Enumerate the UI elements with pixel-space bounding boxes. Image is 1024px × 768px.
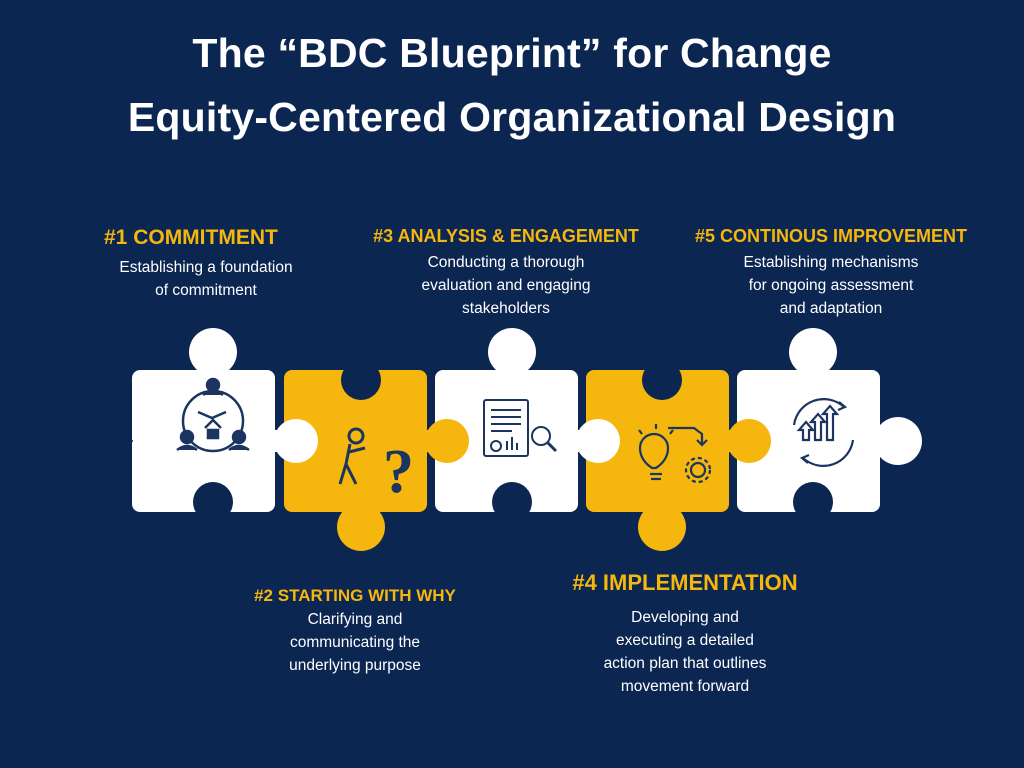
- step-1-description: Establishing a foundation of commitment: [74, 256, 338, 302]
- notch-1-bottom: [193, 482, 233, 522]
- step-3-desc-line2: evaluation and engaging: [421, 277, 591, 294]
- growth-cycle-icon: [792, 398, 855, 467]
- step-2-desc-line2: communicating the: [289, 634, 421, 651]
- notch-5-bottom: [793, 482, 833, 522]
- step-3-desc-line3: stakeholders: [462, 300, 550, 317]
- step-2-desc-line1: Clarifying and: [307, 611, 403, 628]
- step-4-desc-line2: executing a detailed: [616, 632, 754, 649]
- step-4-desc-line3: action plan that outlines: [603, 655, 767, 672]
- step-5-title: #5 CONTINOUS IMPROVEMENT: [694, 226, 968, 246]
- step-2-title: #2 STARTING WITH WHY: [254, 586, 456, 605]
- step-3-description: Conducting a thorough evaluation and eng…: [350, 251, 662, 320]
- step-1-block: #1 COMMITMENT Establishing a foundation …: [74, 226, 338, 302]
- connector-4-5: [727, 419, 771, 463]
- connector-1-2: [274, 419, 318, 463]
- main-title-line1: The “BDC Blueprint” for Change: [192, 30, 832, 76]
- step-1-desc-line2: of commitment: [155, 282, 257, 299]
- report-analysis-icon: [483, 399, 558, 457]
- svg-text:?: ?: [383, 438, 414, 506]
- step-4-block: #4 IMPLEMENTATION Developing and executi…: [540, 570, 830, 698]
- step-5-desc-line2: for ongoing assessment: [748, 277, 914, 294]
- puzzle-piece-2: [284, 370, 427, 551]
- step-2-block: #2 STARTING WITH WHY Clarifying and comm…: [220, 586, 490, 677]
- puzzle-piece-1: [132, 328, 275, 512]
- puzzle-piece-5: [737, 328, 922, 512]
- notch-3-bottom: [492, 482, 532, 522]
- step-3-block: #3 ANALYSIS & ENGAGEMENT Conducting a th…: [350, 226, 662, 320]
- step-3-title: #3 ANALYSIS & ENGAGEMENT: [373, 226, 639, 246]
- step-2-description: Clarifying and communicating the underly…: [220, 608, 490, 677]
- step-4-description: Developing and executing a detailed acti…: [540, 606, 830, 698]
- idea-gear-icon: [638, 424, 712, 484]
- step-5-block: #5 CONTINOUS IMPROVEMENT Establishing me…: [670, 226, 992, 320]
- team-hands-icon: [176, 377, 250, 453]
- notch-4-top: [642, 360, 682, 400]
- notch-2-top: [341, 360, 381, 400]
- step-4-desc-line1: Developing and: [631, 609, 739, 626]
- step-2-desc-line3: underlying purpose: [289, 657, 421, 674]
- connector-2-3: [425, 419, 469, 463]
- connector-3-4: [576, 419, 620, 463]
- step-1-desc-line1: Establishing a foundation: [119, 259, 293, 276]
- step-4-desc-line4: movement forward: [620, 678, 750, 695]
- step-5-description: Establishing mechanisms for ongoing asse…: [670, 251, 992, 320]
- main-title-line2: Equity-Centered Organizational Design: [127, 94, 897, 140]
- step-5-desc-line3: and adaptation: [779, 300, 883, 317]
- step-5-desc-line1: Establishing mechanisms: [743, 254, 919, 271]
- step-4-title: #4 IMPLEMENTATION: [572, 570, 798, 595]
- step-3-desc-line1: Conducting a thorough: [427, 254, 585, 271]
- step-1-title: #1 COMMITMENT: [104, 226, 278, 249]
- question-person-icon: ?: [338, 427, 414, 506]
